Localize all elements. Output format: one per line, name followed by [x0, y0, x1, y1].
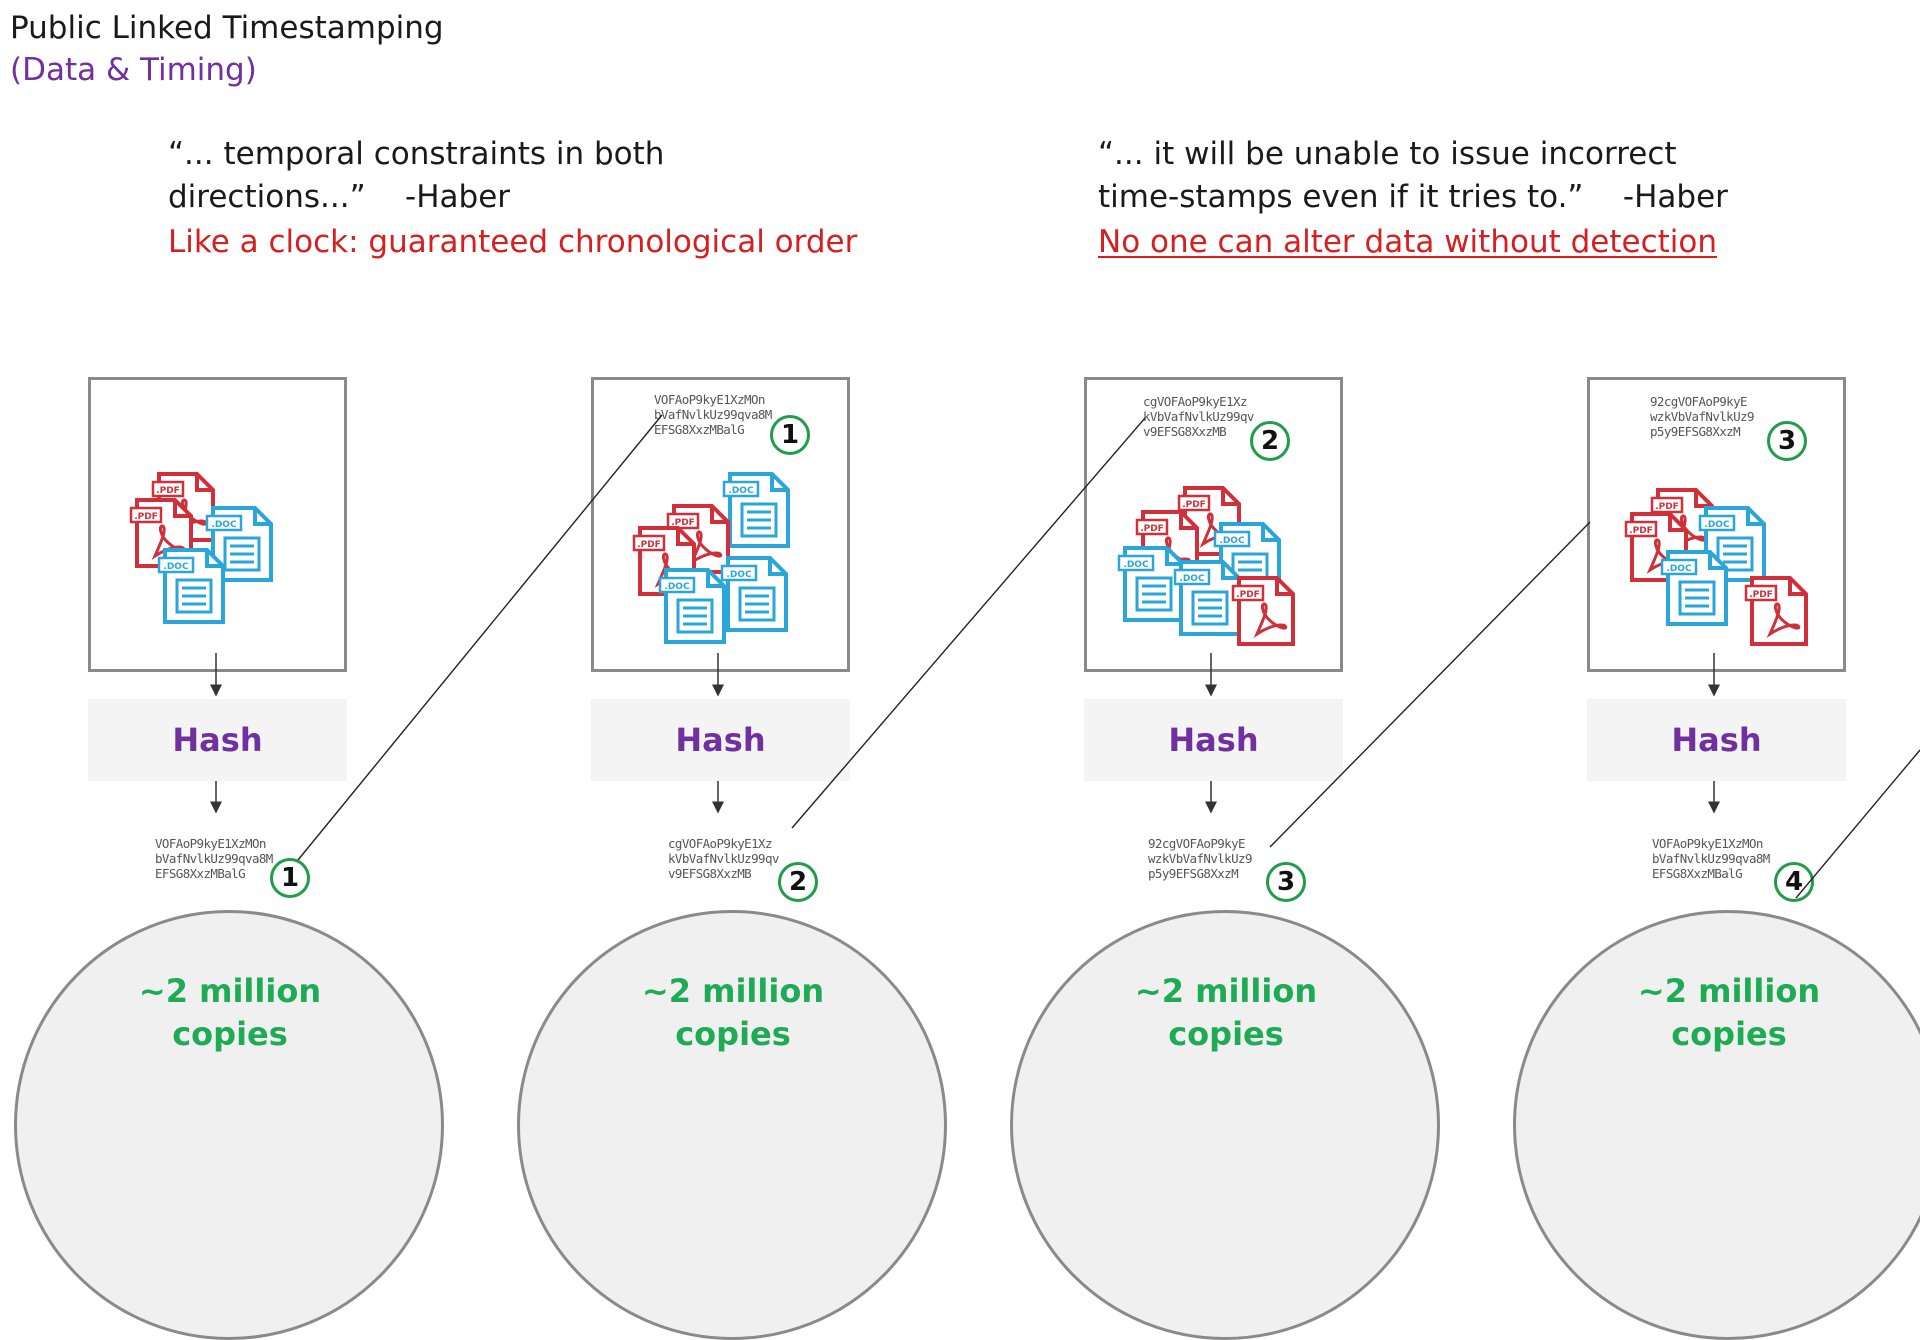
hash-box-2: Hash	[591, 699, 850, 781]
prev-badge-3: 2	[1250, 421, 1290, 461]
page-subtitle: (Data & Timing)	[10, 52, 257, 88]
connector-overlay	[210, 414, 1920, 899]
hash-badge-3: 3	[1266, 862, 1306, 902]
quote-right-line2: time-stamps even if it tries to.” -Haber	[1098, 179, 1728, 215]
quote-left: “... temporal constraints in both direct…	[168, 133, 857, 264]
hash-box-3: Hash	[1084, 699, 1343, 781]
document-box-1	[88, 377, 347, 672]
hash-badge-1: 1	[270, 858, 310, 898]
quote-left-highlight: Like a clock: guaranteed chronological o…	[168, 224, 858, 260]
link-line-2	[791, 417, 1146, 829]
hash-badge-2: 2	[778, 862, 818, 902]
page-title: Public Linked Timestamping	[10, 10, 444, 46]
hash-badge-4: 4	[1774, 862, 1814, 902]
hash-box-4: Hash	[1587, 699, 1846, 781]
quote-right: “... it will be unable to issue incorrec…	[1098, 133, 1728, 264]
prev-badge-2: 1	[770, 415, 810, 455]
link-line-3	[1269, 521, 1591, 848]
quote-right-line1: “... it will be unable to issue incorrec…	[1098, 136, 1677, 172]
prev-badge-4: 3	[1767, 421, 1807, 461]
hash-box-1: Hash	[88, 699, 347, 781]
link-line-4	[1795, 749, 1920, 899]
quote-left-line2: directions...” -Haber	[168, 179, 511, 215]
quote-right-highlight: No one can alter data without detection	[1098, 224, 1718, 260]
link-line-1	[297, 414, 663, 861]
quote-left-line1: “... temporal constraints in both	[168, 136, 665, 172]
